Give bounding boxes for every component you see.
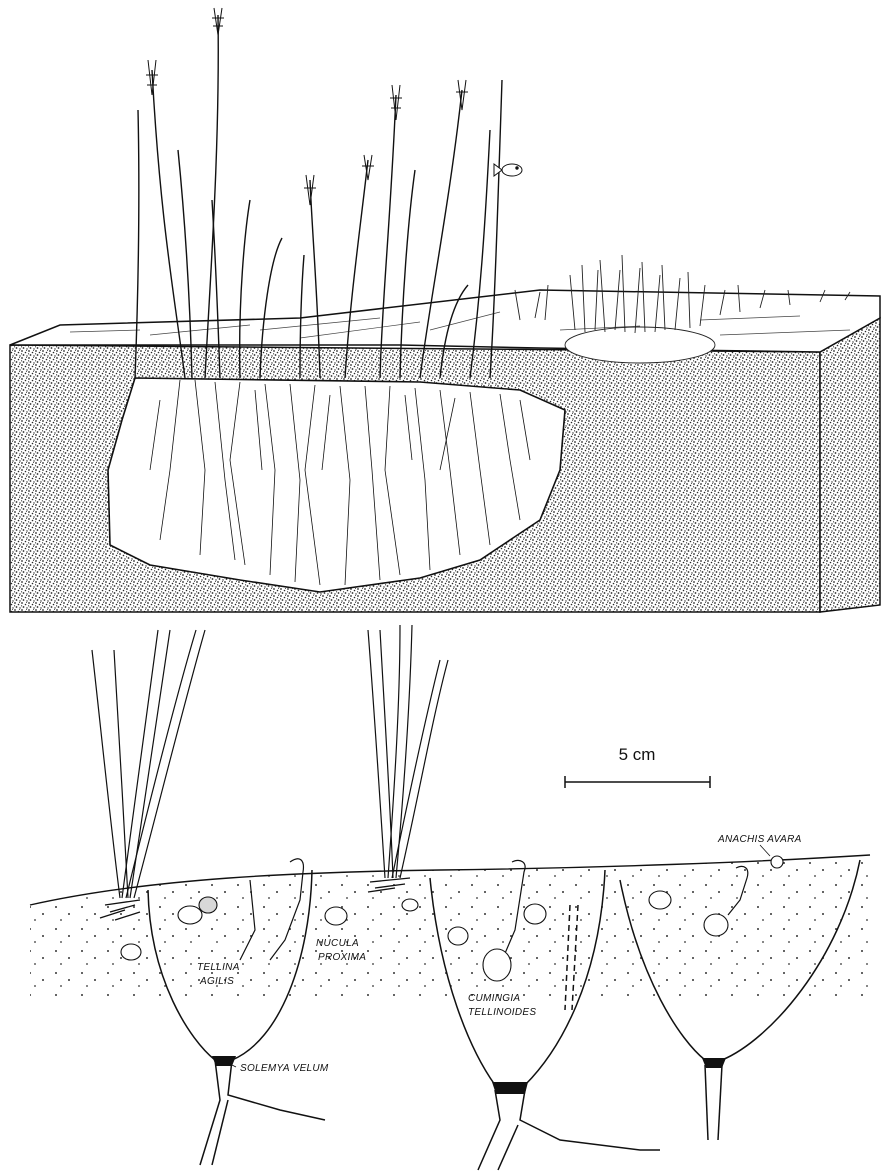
clam-icon <box>325 907 347 925</box>
scale-bar: 5 cm <box>565 745 710 788</box>
clam-icon <box>402 899 418 911</box>
clam-icon <box>483 949 511 981</box>
clam-icon <box>524 904 546 924</box>
flower-spikes <box>146 8 468 205</box>
solemya-label: SOLEMYA VELUM <box>240 1063 329 1074</box>
snail-icon <box>771 856 783 868</box>
clam-icon <box>178 906 202 924</box>
seagrass-meadow-block <box>10 8 880 612</box>
solemya-plug <box>212 1056 236 1066</box>
cumingia-label-line2: TELLINOIDES <box>468 1007 536 1018</box>
clam-icon <box>199 897 217 913</box>
nucula-label-line2: PROXIMA <box>318 952 366 963</box>
clam-icon <box>704 914 728 936</box>
clam-icon <box>121 944 141 960</box>
tellina-label-line2: AGILIS <box>199 976 234 987</box>
cumingia-plug <box>492 1082 528 1094</box>
grass-blades-left <box>92 630 205 898</box>
tellina-label-line1: TELLINA <box>197 962 240 973</box>
clam-icon <box>649 891 671 909</box>
right-burrow-plug <box>702 1058 726 1068</box>
sediment-side-face <box>820 318 880 612</box>
nucula-label-line1: NUCULA <box>316 938 359 949</box>
grass-blades-middle <box>368 625 448 878</box>
burrow-cross-section: 5 cm ANACHIS AVARA TELLINA AGILIS NUCULA… <box>30 625 870 1170</box>
sediment-profile <box>30 855 870 1000</box>
anachis-label: ANACHIS AVARA <box>717 834 802 845</box>
cumingia-label-line1: CUMINGIA <box>468 993 520 1004</box>
clam-icon <box>448 927 468 945</box>
scale-bar-label: 5 cm <box>619 745 656 764</box>
